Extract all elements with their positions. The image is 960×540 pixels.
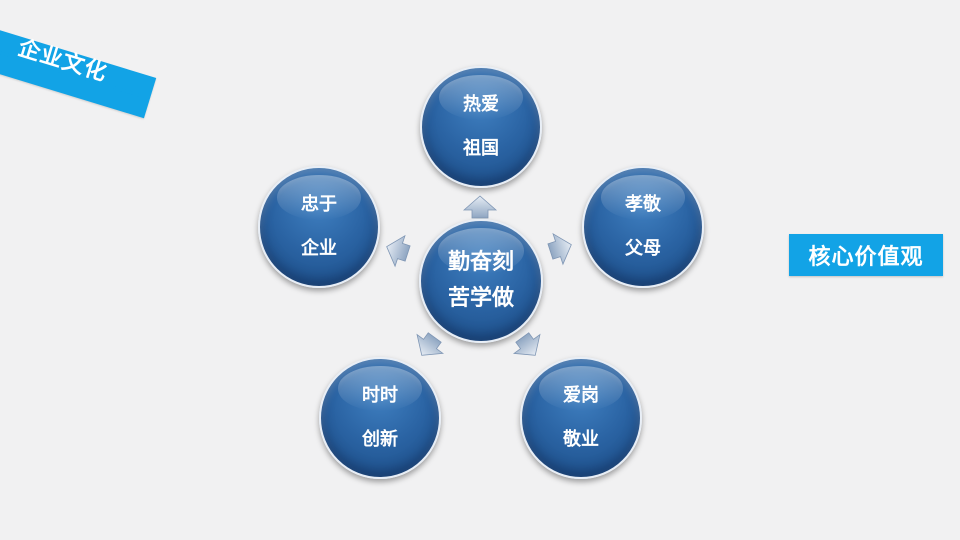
node-loyalty: 忠于 企业: [258, 166, 380, 288]
arrow-upper-left: [386, 234, 411, 268]
arrow-upper-right: [547, 232, 572, 266]
banner-tick: [139, 95, 147, 100]
node-dedication: 爱岗 敬业: [520, 357, 642, 479]
node-innovation: 时时 创新: [319, 357, 441, 479]
core-values-label: 核心价值观: [789, 234, 943, 276]
node-line-1: 忠于: [301, 194, 337, 215]
node-line-2: 创新: [362, 429, 398, 450]
center-line-2: 苦学做: [447, 286, 514, 311]
node-line-1: 爱岗: [563, 385, 599, 406]
node-line-2: 企业: [301, 238, 337, 259]
arrow-up: [462, 195, 498, 219]
node-line-1: 热爱: [463, 94, 499, 115]
node-filial-piety: 孝敬 父母: [582, 166, 704, 288]
node-line-1: 时时: [362, 385, 398, 406]
node-line-2: 敬业: [563, 429, 599, 450]
arrow-lower-right: [512, 332, 541, 356]
arrow-lower-left: [416, 332, 445, 356]
node-line-2: 祖国: [463, 138, 499, 159]
header-banner: 企业文化: [0, 0, 200, 119]
center-line-1: 勤奋刻: [447, 250, 514, 275]
node-love-country: 热爱 祖国: [420, 66, 542, 188]
node-line-1: 孝敬: [625, 194, 661, 215]
center-circle: 勤奋刻 苦学做: [419, 219, 543, 343]
node-line-2: 父母: [625, 238, 661, 259]
